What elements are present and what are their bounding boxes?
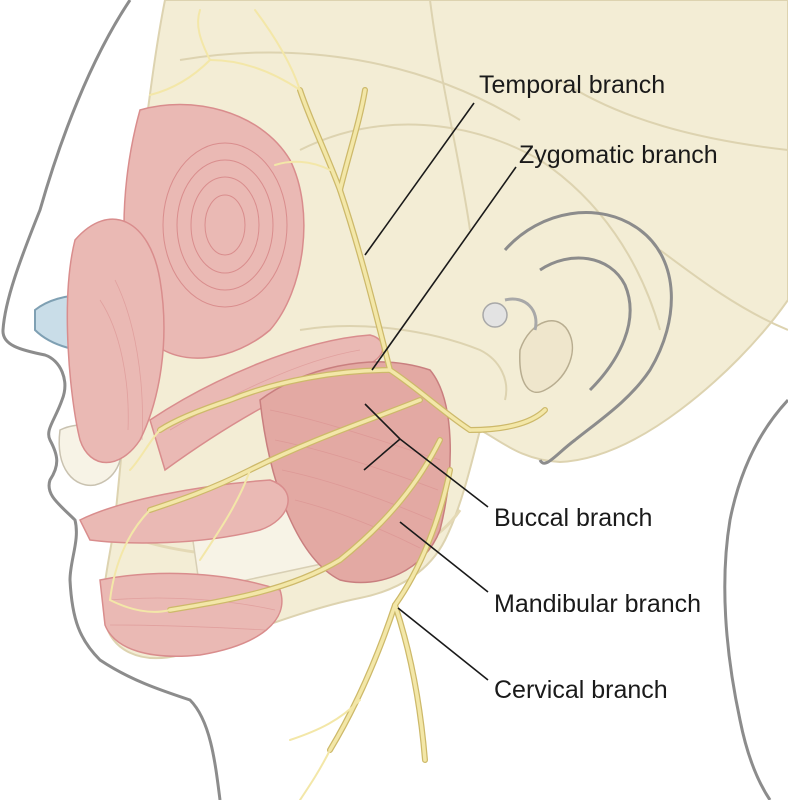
label-cervical-branch: Cervical branch: [494, 676, 668, 704]
branch-labels: Temporal branch Zygomatic branch Buccal …: [479, 71, 718, 704]
leader-buccal: [363, 403, 489, 508]
leader-temporal: [364, 102, 475, 256]
facial-muscles: [66, 103, 451, 657]
ear: [482, 211, 673, 465]
label-temporal-branch: Temporal branch: [479, 71, 665, 99]
label-buccal-branch: Buccal branch: [494, 504, 652, 532]
leader-zygomatic: [371, 166, 517, 371]
label-zygomatic-branch: Zygomatic branch: [519, 141, 718, 169]
label-mandibular-branch: Mandibular branch: [494, 590, 701, 618]
leader-cervical: [397, 607, 489, 681]
leader-lines: [363, 102, 517, 681]
facial-nerve: [109, 9, 548, 800]
leader-mandibular: [399, 521, 489, 593]
